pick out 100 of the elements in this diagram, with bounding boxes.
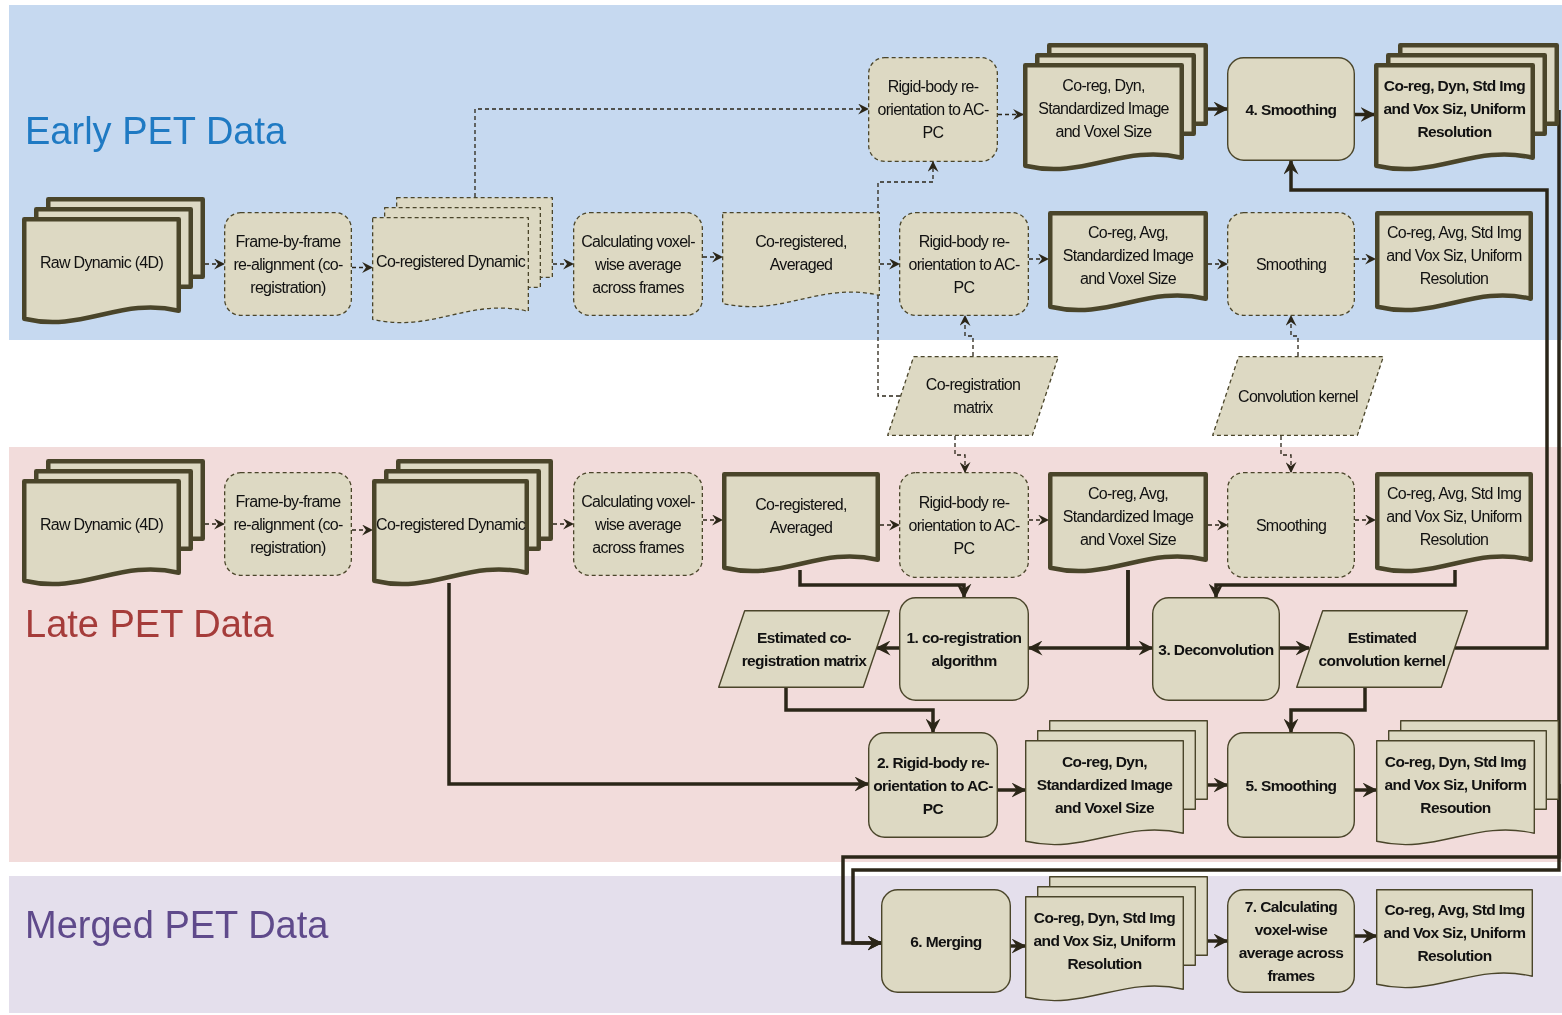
node-label: Co-reg, Avg, Standardized Image and Voxel Size [1061,222,1195,289]
node-label: Rigid-body re-orientation to AC-PC [876,77,990,143]
arrow [1354,514,1377,526]
node-label: Rigid-body re-orientation to AC-PC [907,492,1021,559]
arrow [1280,435,1297,474]
data-parallelogram [1296,610,1468,688]
node-label: Co-reg, Dyn, Std Img and Vox Siz, Uniform Resolution [1382,76,1527,142]
node-label: 1. co-registration algorithm [905,628,1023,671]
arrow [1354,253,1377,265]
arrow [1011,938,1027,954]
node-label: Co-registration matrix [924,375,1022,418]
node-label: Calculating voxel-wise average across frames [580,491,696,558]
arrow [1283,688,1367,734]
process-box [224,472,352,576]
node-label: Co-reg, Avg, Std Img and Vox Siz, Uniform Resolution [1385,483,1523,550]
arrow [1028,253,1050,265]
lane-band [9,876,1562,1013]
process-box [899,212,1029,316]
lane-band [9,5,1562,340]
arrow [997,109,1025,120]
node-label: 3. Deconvolution [1158,639,1274,660]
process-box [899,597,1029,701]
arrow [351,524,374,536]
data-parallelogram [1212,356,1384,436]
node-label: 2. Rigid-body re-orientation to AC-PC [872,752,994,819]
arrow [1028,514,1050,526]
arrow [1208,777,1229,793]
arrow [1355,782,1378,798]
arrow [1208,933,1229,949]
arrow [204,258,226,270]
arrow [474,103,870,198]
arrow [798,570,972,599]
process-box [1227,212,1355,316]
lane-title: Early PET Data [25,110,287,153]
node-label: Co-reg, Avg, Std Img and Vox Siz, Uniform Resolution [1382,899,1527,966]
node-label: Co-reg, Dyn, Std Img and Vox Siz, Uniform Resolution [1032,907,1177,974]
arrow [702,251,724,263]
node-label: 6. Merging [910,931,982,952]
process-box [573,212,703,316]
node-label: Co-reg, Avg, Standardized Image and Voxel Size [1061,483,1195,550]
node-label: 4. Smoothing [1245,99,1337,120]
process-box [1227,889,1355,993]
arrow [1126,570,1154,656]
arrow [1280,640,1311,656]
node-label: Estimated co-registration matrix [740,628,868,671]
arrow [351,262,374,273]
node-label: Co-reg, Dyn, Std Img and Vox Siz, Uniform Resoution [1383,751,1528,818]
process-box [224,212,352,316]
arrow [954,435,971,474]
arrow [784,688,941,734]
data-parallelogram [887,356,1059,436]
arrow [552,258,575,270]
arrow [1208,570,1457,599]
node-label: 7. Calculating voxel-wise average across frames [1237,897,1345,986]
node-label: Smoothing [1255,515,1327,536]
node-label: Co-registered Dynamic [376,252,525,272]
arrow [702,514,724,526]
node-label: Calculating voxel-wise average across frames [580,231,696,298]
process-box [868,57,998,162]
node-label: Smoothing [1255,254,1327,275]
process-box [1227,472,1355,578]
arrow [552,518,575,530]
arrow [1208,101,1229,117]
process-box [881,889,1011,993]
node-label: Co-reg, Avg, Std Img and Vox Siz, Uniform Resolution [1385,222,1523,289]
node-label: Estimated convolution kernel [1318,628,1446,671]
node-label: Co-registered, Averaged [754,495,848,538]
arrow [1207,258,1229,270]
arrow [1207,519,1229,531]
lane-title: Late PET Data [25,603,274,646]
arrow [204,518,226,530]
process-box [899,472,1029,578]
node-label: Co-registered Dynamic [376,514,525,535]
process-box [868,732,998,838]
node-label: 5. Smoothing [1245,775,1337,796]
node-label: Raw Dynamic (4D) [39,252,163,273]
node-label: Convolution kernel [1238,386,1358,407]
lane-band [9,447,1562,862]
arrow [1283,159,1549,650]
node-label: Frame-by-frame re-alignment (co-registration) [232,491,344,558]
arrow [877,160,939,397]
arrow [447,583,870,792]
arrow [959,314,974,357]
node-label: Co-registered, Averaged [754,232,848,275]
arrow [879,258,901,270]
arrow [1355,107,1376,122]
arrow [1285,314,1299,357]
data-parallelogram [718,610,890,688]
node-label: Frame-by-frame re-alignment (co-registration) [232,231,344,298]
node-label: Rigid-body re-orientation to AC-PC [907,231,1021,298]
arrow [851,782,1561,951]
process-box [573,472,703,576]
arrow [875,640,899,656]
arrow [998,782,1027,798]
node-label: Co-reg, Dyn, Standardized Image and Voxel Size [1037,76,1170,142]
process-box [1227,732,1355,838]
arrow [1355,928,1378,944]
arrow [879,519,901,531]
process-box [1227,57,1355,161]
node-label: Co-reg, Dyn, Standardized Image and Voxel Size [1035,751,1174,818]
